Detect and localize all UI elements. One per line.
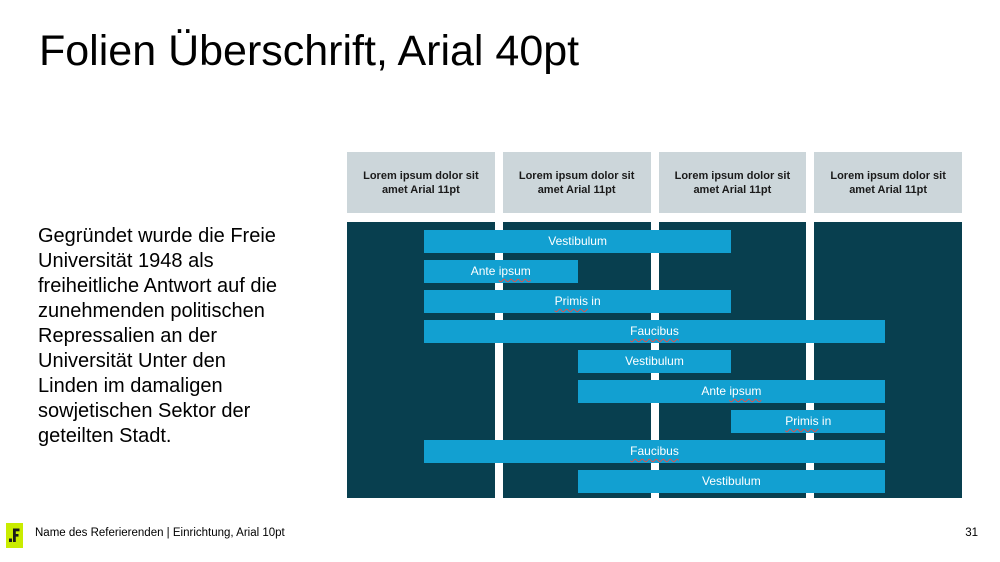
f-logo-icon <box>6 523 23 548</box>
bar-label-word: Faucibus <box>630 444 679 458</box>
gantt-bar: Ante ipsum <box>423 260 578 283</box>
gantt-bar: Primis in <box>423 290 732 313</box>
gantt-bar: Primis in <box>731 410 886 433</box>
gantt-bar: Ante ipsum <box>577 380 886 403</box>
bar-label-word: Vestibulum <box>548 234 607 248</box>
body-text: Gegründet wurde die Freie Universität 19… <box>38 225 278 447</box>
bar-label-word: ipsum <box>729 384 762 398</box>
bar-label-word: ipsum <box>498 264 531 278</box>
gantt-bar: Vestibulum <box>423 230 732 253</box>
gantt-bar: Vestibulum <box>577 470 886 493</box>
bar-label-word: Ante <box>701 384 727 398</box>
gantt-bar: Faucibus <box>423 320 886 343</box>
column-header: Lorem ipsum dolor sit amet Arial 11pt <box>814 152 962 213</box>
page-number: 31 <box>965 527 978 539</box>
gantt-bar: Faucibus <box>423 440 886 463</box>
bar-label-word: in <box>591 294 601 308</box>
bar-label-word: Faucibus <box>630 324 679 338</box>
gantt-bar: Vestibulum <box>577 350 732 373</box>
bar-label-word: Vestibulum <box>702 474 761 488</box>
bar-label-word: Primis <box>554 294 588 308</box>
bar-label-word: Primis <box>785 414 819 428</box>
column-header: Lorem ipsum dolor sit amet Arial 11pt <box>347 152 495 213</box>
column-header: Lorem ipsum dolor sit amet Arial 11pt <box>658 152 807 213</box>
bar-label-word: Vestibulum <box>625 354 684 368</box>
slide-title: Folien Überschrift, Arial 40pt <box>39 27 580 75</box>
bar-label-word: Ante <box>470 264 496 278</box>
footer-text: Name des Referierenden | Einrichtung, Ar… <box>35 527 285 539</box>
column-header: Lorem ipsum dolor sit amet Arial 11pt <box>502 152 651 213</box>
bar-label-word: in <box>821 414 832 428</box>
